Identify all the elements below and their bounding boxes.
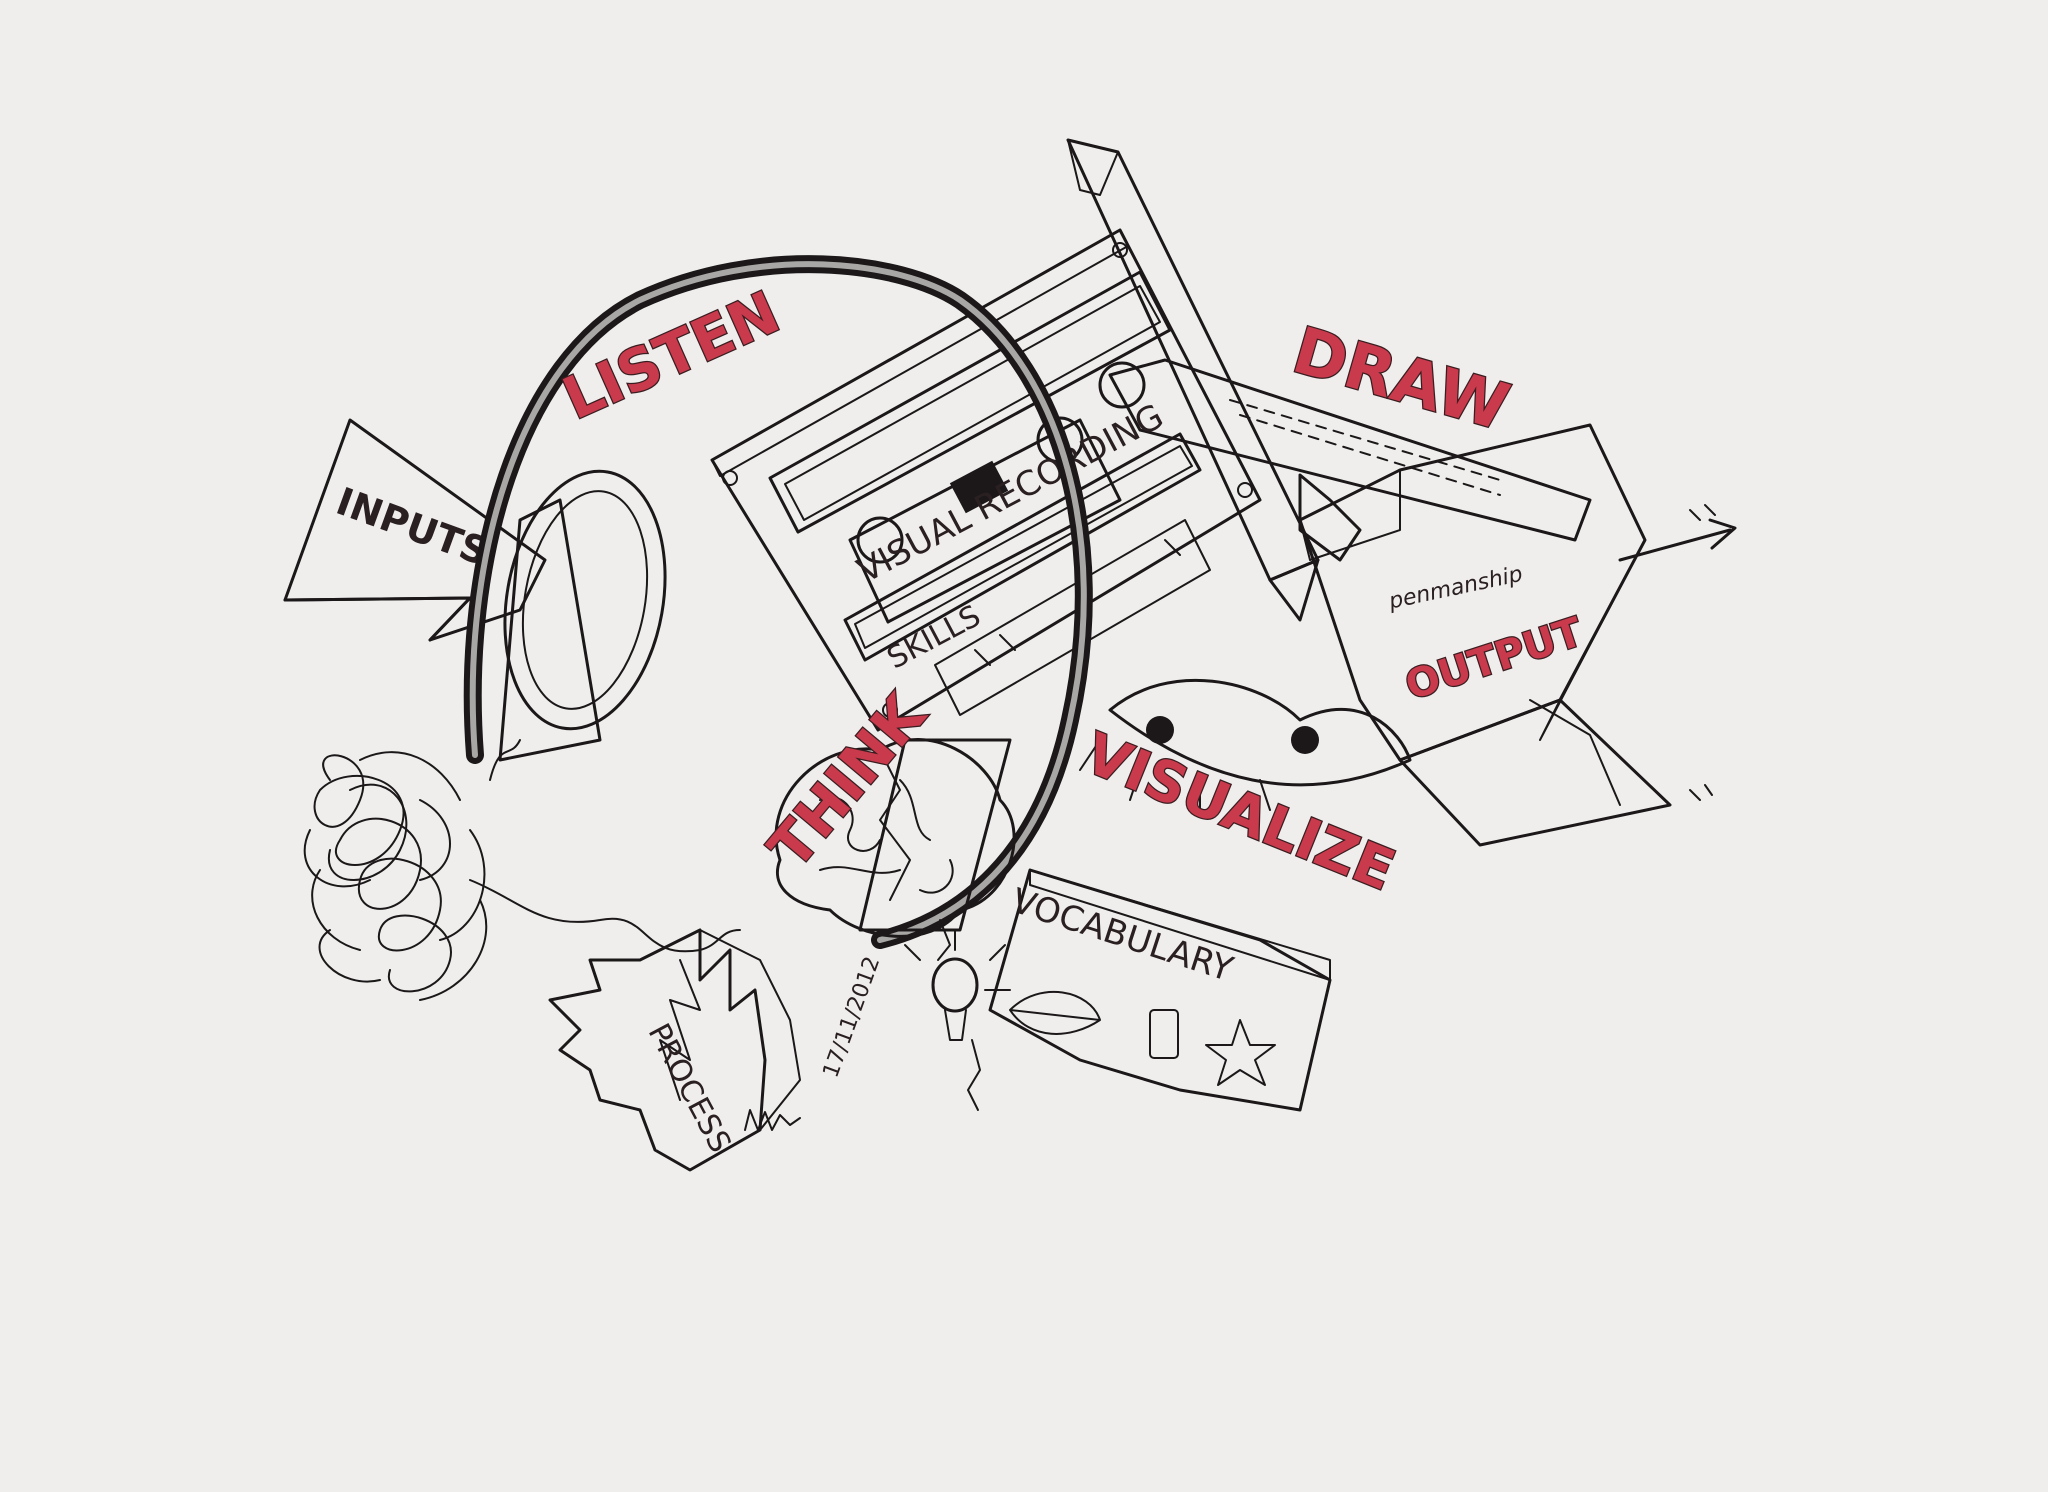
output-label: OUTPUT <box>1400 609 1589 709</box>
tangled-cord <box>303 739 741 1001</box>
phone-icon <box>1149 1009 1179 1059</box>
date-label: 17/11/2012 <box>818 953 885 1081</box>
penmanship-label: penmanship <box>1386 562 1525 615</box>
eye-icon <box>1079 678 1412 811</box>
listen-label: LISTEN <box>553 278 789 433</box>
think-label: THINK <box>756 680 940 881</box>
process-label: PROCESS <box>641 1018 738 1159</box>
process-ribbon: PROCESS <box>548 928 801 1172</box>
star-icon <box>1205 1019 1276 1086</box>
signature <box>744 1109 801 1131</box>
inputs-label: INPUTS <box>331 479 494 574</box>
pencil-icon <box>1066 138 1320 622</box>
vocabulary-book: VOCABULARY <box>988 868 1332 1112</box>
visual-recording-label: VISUAL RECORDING <box>851 396 1170 591</box>
microphone-pen <box>1098 358 1592 562</box>
visualize-label: VISUALIZE <box>1076 721 1404 904</box>
leaf-icon <box>1009 990 1101 1035</box>
cassette-tape-icon: VISUAL RECORDING SKILLS <box>710 228 1262 732</box>
brain-icon <box>774 738 1016 938</box>
headphones-icon <box>463 255 1093 949</box>
lightbulb-icon <box>904 919 1011 1111</box>
